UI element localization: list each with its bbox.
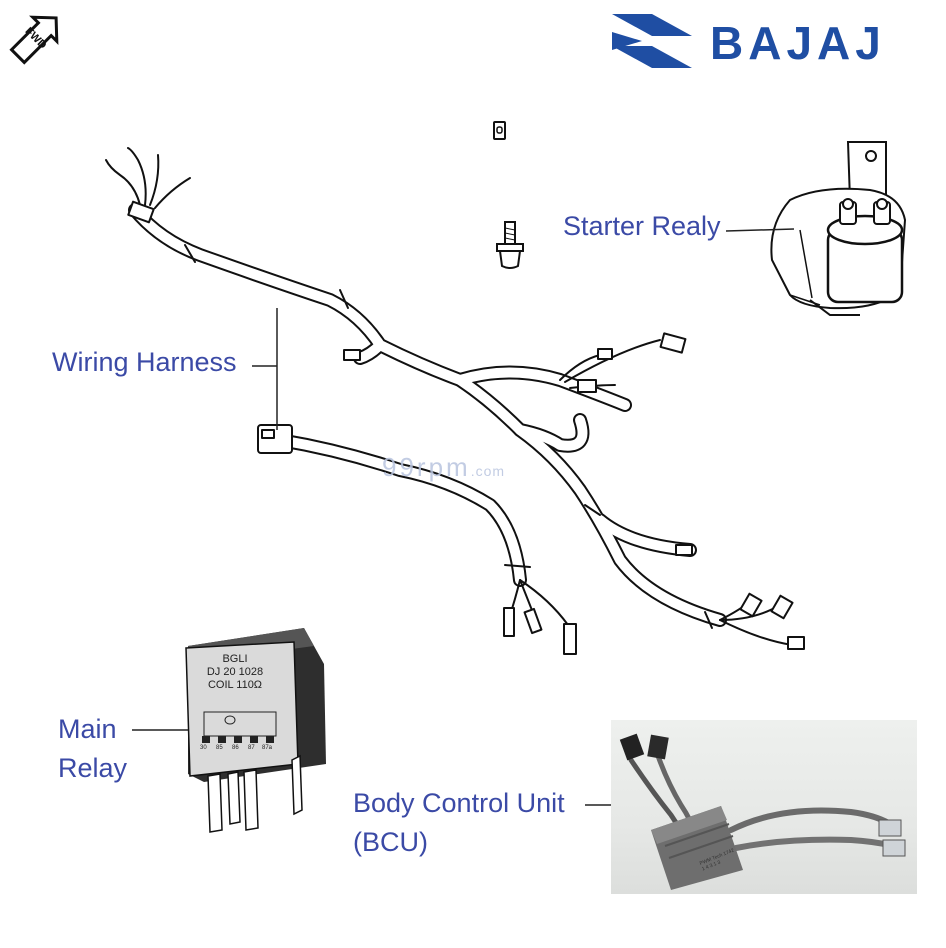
main-relay-drawing: [185, 628, 326, 833]
bajaj-logo-icon: [612, 14, 692, 68]
starter-relay-label: Starter Realy: [563, 211, 721, 241]
bcu-label-line1: Body Control Unit: [353, 788, 565, 818]
starter-relay-drawing: [770, 141, 907, 316]
relay-pin-label: 87a: [262, 745, 273, 751]
bolt-icon: [496, 221, 524, 269]
relay-print: BGLI DJ 20 1028 COIL 110Ω: [188, 653, 282, 693]
main-relay-label-line2: Relay: [58, 753, 128, 783]
bcu-leader-line: [585, 804, 611, 806]
bcu-label-line2: (BCU): [353, 827, 428, 857]
wiring-harness-leader-line: [252, 308, 278, 430]
bcu-photo: [611, 720, 917, 894]
main-relay-leader-line: [132, 729, 188, 731]
watermark: 99rpm.com: [382, 452, 506, 482]
relay-pin-label: 86: [232, 745, 239, 751]
wiring-harness-label: Wiring Harness: [52, 347, 237, 377]
fwd-badge-icon: FWD: [9, 15, 59, 65]
starter-relay-leader-line: [726, 228, 795, 232]
nut-icon: [493, 121, 506, 140]
relay-print-line2: DJ 20 1028: [206, 666, 264, 679]
relay-pin-label: 85: [216, 745, 223, 751]
relay-print-line1: BGLI: [222, 653, 248, 665]
relay-pin-label: 30: [200, 745, 207, 751]
bcu-photo-shapes: [619, 733, 906, 890]
wiring-harness-drawing: [105, 147, 805, 655]
relay-pin-label: 87: [248, 745, 255, 751]
brand-name: BAJAJ: [710, 17, 886, 69]
relay-print-line3: COIL 110Ω: [207, 679, 263, 692]
main-relay-label-line1: Main: [58, 714, 117, 744]
